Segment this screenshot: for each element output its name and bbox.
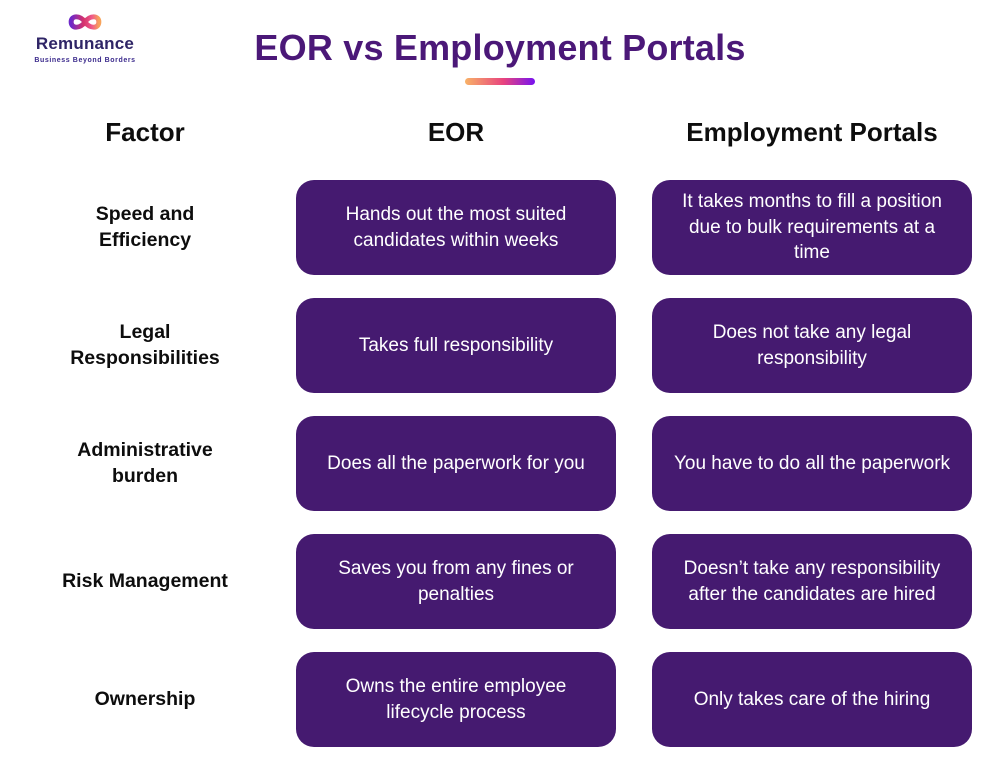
column-header-eor: EOR — [427, 117, 485, 147]
brand-tagline: Business Beyond Borders — [34, 56, 136, 64]
portals-cell: You have to do all the paperwork — [652, 416, 972, 511]
portals-cell: Doesn’t take any responsibility after th… — [652, 534, 972, 629]
brand-name: Remunance — [35, 34, 135, 53]
eor-cell: Takes full responsibility — [296, 298, 616, 393]
infinity-icon — [68, 14, 102, 30]
page-title: EOR vs Employment Portals — [254, 27, 746, 68]
comparison-table: Factor EOR Employment Portals Speed and … — [30, 108, 972, 747]
column-header-portals: Employment Portals — [686, 117, 938, 147]
column-header-factor: Factor — [105, 117, 185, 147]
portals-cell: Only takes care of the hiring — [652, 652, 972, 747]
factor-label: Risk Management — [62, 569, 228, 592]
title-block: EOR vs Employment Portals — [0, 0, 1000, 85]
eor-cell: Owns the entire employee lifecycle proce… — [296, 652, 616, 747]
eor-cell: Saves you from any fines or penalties — [296, 534, 616, 629]
portals-cell: It takes months to fill a position due t… — [652, 180, 972, 275]
factor-label: Ownership — [94, 687, 196, 710]
remunance-logo: Remunance Business Beyond Borders — [30, 10, 140, 64]
title-accent-bar — [465, 78, 535, 85]
factor-label: Speed and Efficiency — [95, 202, 195, 251]
eor-cell: Does all the paperwork for you — [296, 416, 616, 511]
portals-cell: Does not take any legal responsibility — [652, 298, 972, 393]
eor-cell: Hands out the most suited candidates wit… — [296, 180, 616, 275]
factor-label: Legal Responsibilities — [70, 320, 220, 369]
factor-label: Administrative burden — [77, 438, 213, 487]
